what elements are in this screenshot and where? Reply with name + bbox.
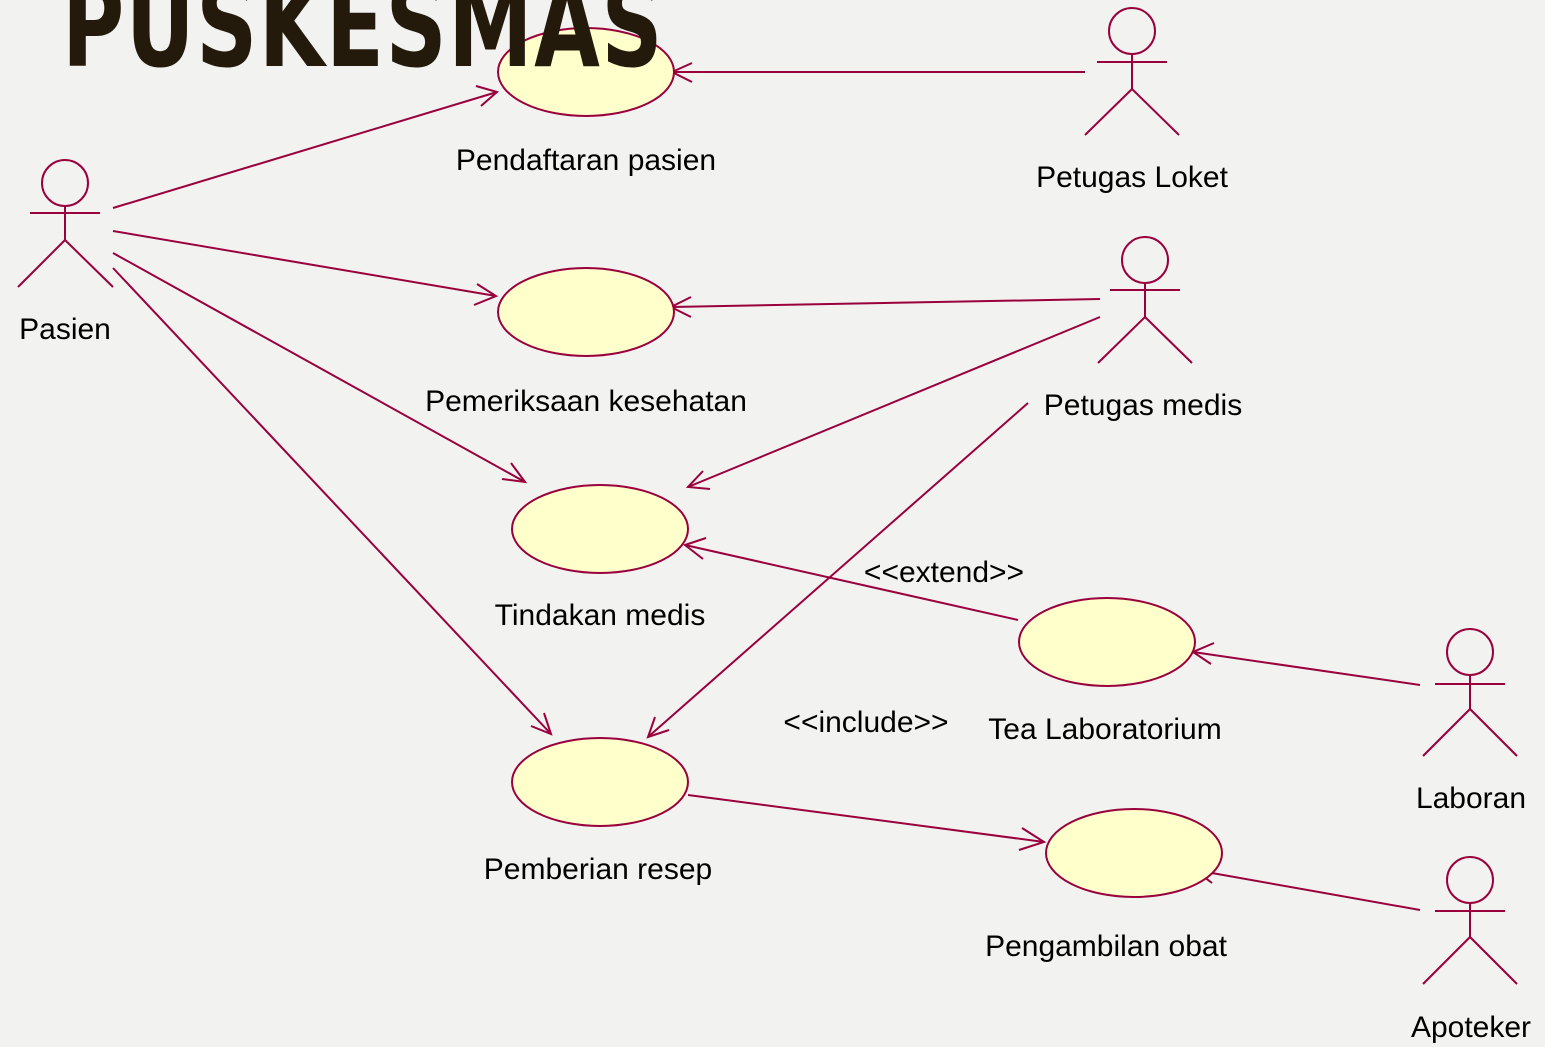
- arrowhead-icon: [1018, 827, 1047, 851]
- association-pasien-pendaftaran: [112, 91, 498, 209]
- association-petugas-medis-pemberian: [647, 402, 1029, 738]
- use-case-pendaftaran: [497, 27, 675, 117]
- actor-label-laboran: Laboran: [1416, 782, 1526, 815]
- actor-label-pasien: Pasien: [19, 313, 111, 346]
- actor-apoteker-icon: [1422, 856, 1518, 985]
- arrowhead-icon: [475, 85, 500, 107]
- association-petugas-medis-pemeriksaan: [670, 298, 1101, 308]
- use-case-label-pemeriksaan: Pemeriksaan kesehatan: [425, 385, 747, 418]
- use-case-label-pengambilan: Pengambilan obat: [985, 930, 1228, 963]
- use-case-laboratorium: [1018, 597, 1196, 687]
- arrowhead-icon: [646, 716, 670, 739]
- stereotype-include: <<include>>: [783, 706, 948, 739]
- use-case-pemeriksaan: [497, 267, 675, 357]
- actor-label-petugas-loket: Petugas Loket: [1036, 161, 1228, 194]
- use-case-pengambilan: [1045, 808, 1223, 898]
- use-case-label-laboratorium: Tea Laboratorium: [988, 713, 1221, 746]
- association-pasien-pemeriksaan: [112, 230, 497, 297]
- actor-label-petugas-medis: Petugas medis: [1044, 389, 1242, 422]
- actor-label-apoteker: Apoteker: [1411, 1011, 1531, 1044]
- use-case-tindakan: [511, 484, 689, 574]
- diagram-title: PUSKESMAS: [62, 0, 664, 94]
- arrowhead-icon: [685, 470, 711, 490]
- actor-laboran-icon: [1422, 628, 1518, 757]
- stereotype-extend: <<extend>>: [864, 556, 1024, 589]
- arrowhead-icon: [501, 462, 528, 484]
- arrowhead-icon: [473, 283, 499, 306]
- association-laboran-laboratorium: [1192, 651, 1421, 686]
- arrowhead-icon: [682, 537, 707, 560]
- use-case-label-tindakan: Tindakan medis: [495, 599, 706, 632]
- arrowhead-icon: [530, 712, 553, 736]
- actor-pasien-icon: [17, 159, 114, 288]
- use-case-label-pendaftaran: Pendaftaran pasien: [456, 144, 716, 177]
- relation-extend: [684, 544, 1019, 621]
- actor-petugas-medis-icon: [1097, 236, 1193, 364]
- association-pasien-tindakan: [112, 252, 526, 483]
- relation-include: [687, 794, 1045, 843]
- association-pasien-pemberian: [112, 267, 552, 735]
- actor-petugas-loket-icon: [1084, 7, 1180, 136]
- association-lines: [112, 62, 1421, 911]
- association-apoteker-pengambilan: [1194, 869, 1421, 911]
- use-case-label-pemberian: Pemberian resep: [484, 853, 712, 886]
- use-case-pemberian: [511, 737, 689, 827]
- association-petugas-medis-tindakan: [687, 316, 1101, 488]
